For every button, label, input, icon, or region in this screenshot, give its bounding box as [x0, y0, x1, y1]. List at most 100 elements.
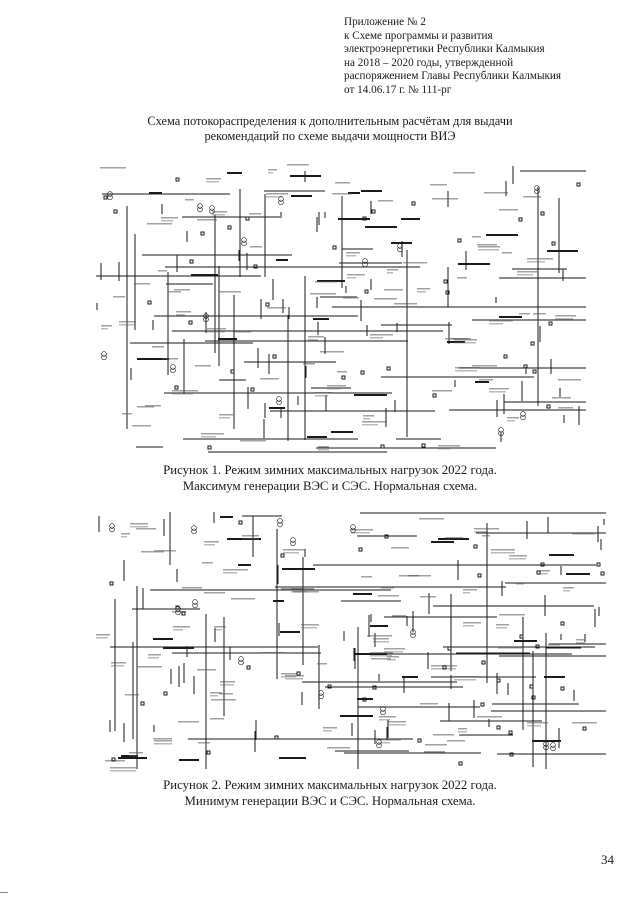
label-block — [327, 747, 350, 749]
label-block — [198, 742, 210, 744]
label-block — [463, 592, 470, 594]
document-title: Схема потокораспределения к дополнительн… — [60, 114, 600, 144]
label-block — [387, 721, 406, 723]
breaker-node — [509, 752, 514, 757]
label-block — [517, 271, 538, 273]
label-block — [214, 629, 222, 631]
transformer-symbol — [543, 741, 549, 747]
figure-1-caption: Рисунок 1. Режим зимних максимальных наг… — [60, 462, 600, 494]
label-block — [563, 590, 570, 592]
substation-bus — [391, 242, 412, 244]
label-block — [220, 684, 234, 686]
label-block — [303, 363, 315, 365]
breaker-node — [296, 671, 301, 676]
label-block — [310, 293, 336, 295]
figure-2-caption-line-1: Рисунок 2. Режим зимних максимальных наг… — [163, 778, 497, 792]
label-block — [204, 592, 225, 594]
label-block — [362, 424, 378, 426]
label-block — [195, 365, 211, 367]
label-block — [458, 731, 467, 733]
substation-bus — [227, 172, 242, 174]
label-block — [242, 538, 259, 540]
breaker-node — [481, 660, 486, 665]
label-block — [502, 252, 512, 254]
label-block — [555, 318, 573, 320]
label-block — [563, 587, 574, 589]
transformer-symbol — [376, 739, 382, 745]
label-block — [308, 336, 324, 338]
label-block — [197, 669, 216, 671]
label-block — [548, 644, 560, 646]
label-block — [454, 676, 478, 678]
label-block — [509, 555, 527, 557]
breaker-node — [447, 646, 452, 651]
transformer-symbol — [276, 396, 282, 402]
label-block — [361, 576, 372, 578]
label-block — [378, 739, 401, 741]
substation-bus — [191, 274, 218, 276]
breaker-node — [238, 520, 243, 525]
substation-bus — [317, 280, 345, 282]
breaker-node — [253, 264, 258, 269]
label-block — [572, 533, 595, 535]
label-block — [373, 638, 389, 640]
label-block — [447, 740, 465, 742]
label-block — [363, 418, 370, 420]
breaker-node — [380, 444, 385, 449]
label-block — [283, 549, 305, 551]
label-block — [392, 615, 406, 617]
substation-bus — [290, 175, 321, 177]
label-block — [499, 209, 518, 211]
transformer-symbol — [520, 414, 526, 421]
breaker-node — [496, 725, 501, 730]
label-block — [301, 627, 317, 629]
breaker-node — [518, 217, 523, 222]
label-block — [455, 367, 480, 369]
label-block — [335, 182, 350, 184]
breaker-node — [265, 302, 270, 307]
label-block — [323, 730, 332, 732]
label-block — [129, 752, 143, 754]
label-block — [394, 306, 416, 308]
label-block — [317, 663, 327, 665]
label-block — [136, 528, 156, 530]
substation-bus — [431, 541, 454, 543]
figure-2-caption-line-2: Минимум генерации ВЭС и СЭС. Нормальная … — [184, 794, 476, 808]
label-block — [438, 448, 451, 450]
label-block — [206, 181, 219, 183]
figure-2-caption: Рисунок 2. Режим зимних максимальных наг… — [60, 777, 600, 809]
label-block — [96, 637, 108, 639]
label-block — [387, 659, 396, 661]
label-block — [533, 313, 546, 315]
transformer-symbol — [410, 632, 416, 639]
breaker-node — [548, 321, 553, 326]
label-block — [197, 219, 217, 221]
label-block — [516, 583, 524, 585]
breaker-node — [445, 290, 450, 295]
label-block — [173, 626, 190, 628]
breaker-node — [327, 684, 332, 689]
breaker-node — [188, 320, 193, 325]
label-block — [129, 755, 137, 757]
substation-bus — [357, 698, 373, 700]
transformer-symbol — [550, 745, 556, 752]
breaker-node — [332, 245, 337, 250]
label-block — [219, 417, 230, 419]
breaker-node — [181, 611, 186, 616]
label-block — [119, 321, 136, 323]
substation-bus — [220, 516, 233, 518]
label-block — [323, 727, 337, 729]
label-block — [100, 167, 126, 169]
breaker-node — [421, 443, 426, 448]
breaker-node — [535, 644, 540, 649]
breaker-node — [560, 686, 565, 691]
breaker-node — [530, 341, 535, 346]
transformer-symbol — [410, 629, 416, 635]
label-block — [517, 274, 533, 276]
label-block — [384, 651, 403, 653]
label-block — [399, 575, 419, 577]
label-block — [172, 390, 198, 392]
label-block — [472, 365, 497, 367]
label-block — [484, 192, 508, 194]
label-block — [185, 199, 194, 201]
